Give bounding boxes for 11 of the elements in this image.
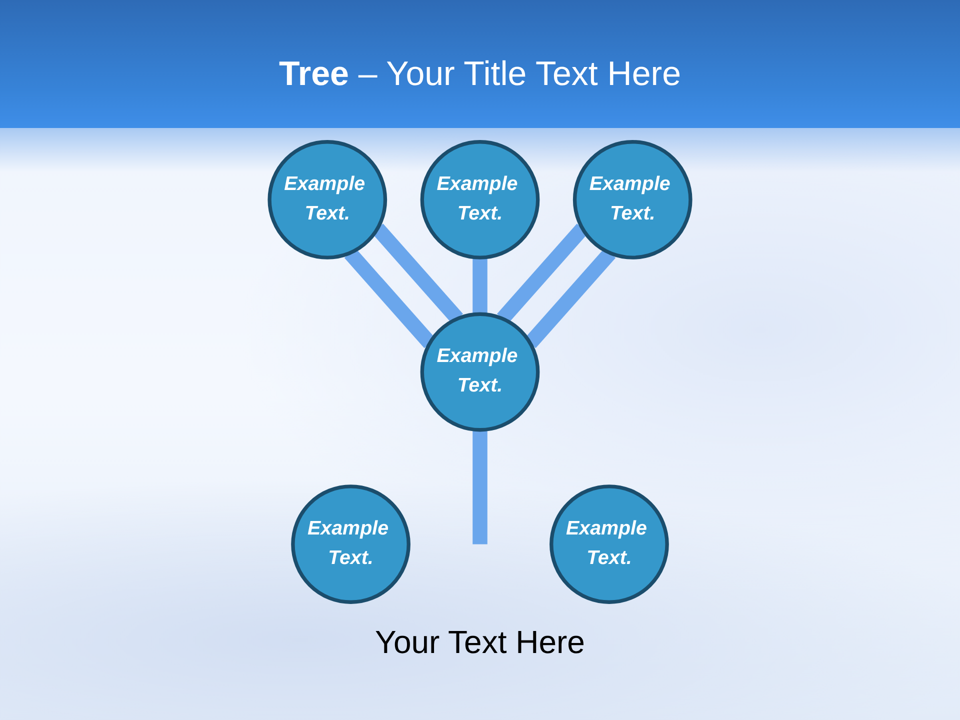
- node-circle: Example Text.: [268, 140, 388, 260]
- node-circle: Example Text.: [550, 484, 669, 604]
- connector: [344, 248, 436, 348]
- node-circle: Example Text.: [420, 140, 540, 260]
- connector: [472, 430, 488, 544]
- caption: Your Text Here: [375, 623, 585, 662]
- node-circle: Example Text.: [291, 484, 410, 604]
- node-circle: Example Text.: [420, 312, 540, 432]
- title: Tree – Your Title Text Here: [279, 54, 681, 95]
- connector: [472, 258, 488, 314]
- node-circle: Example Text.: [572, 140, 692, 260]
